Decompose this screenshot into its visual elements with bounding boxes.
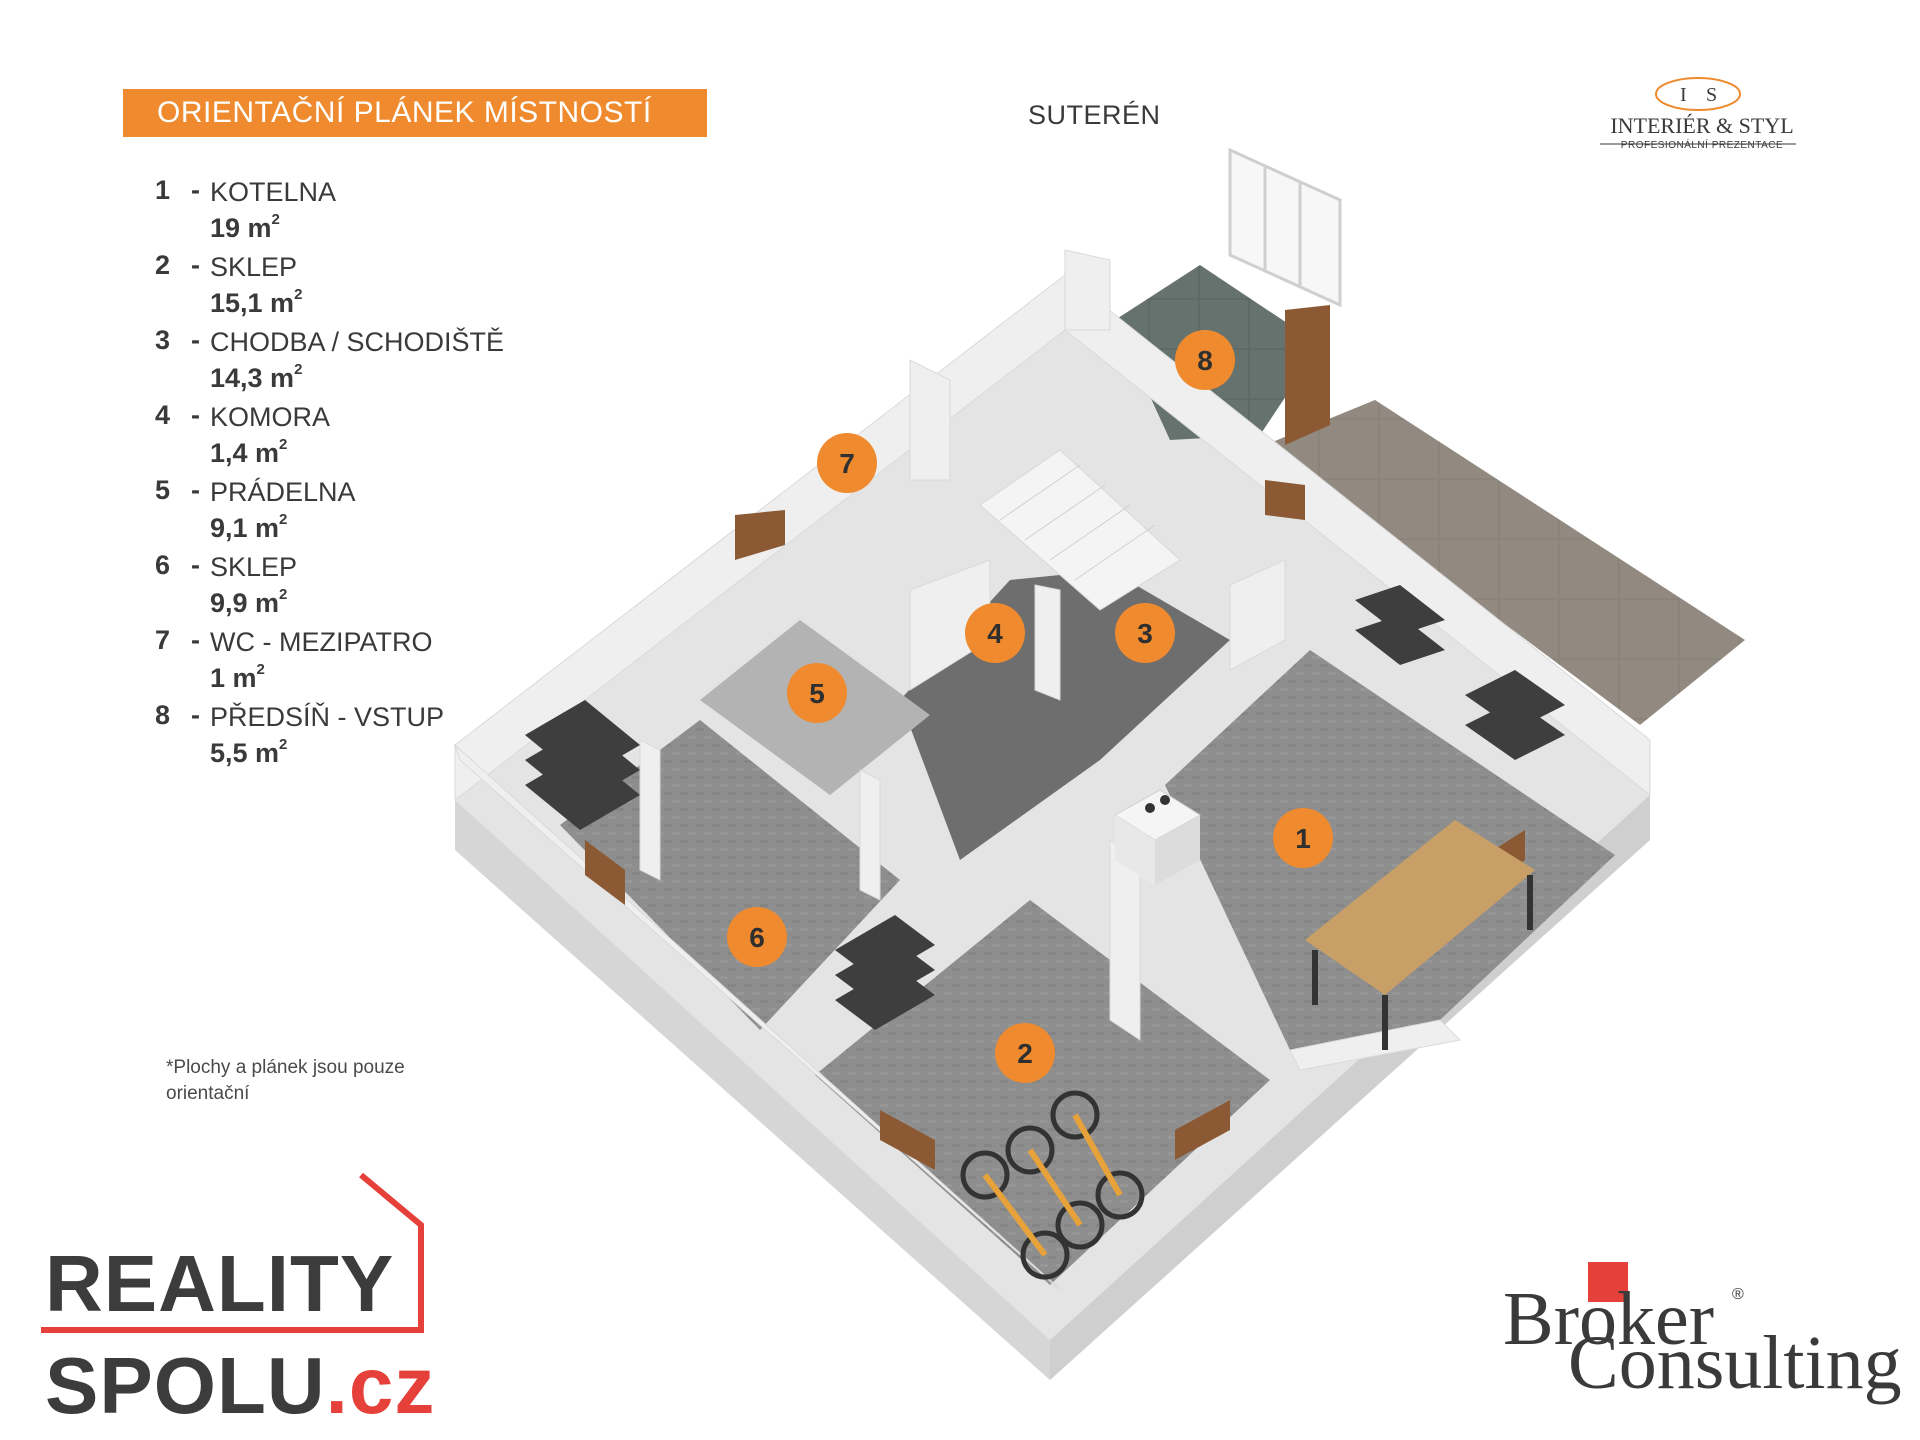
broker-red-square — [1588, 1262, 1628, 1302]
registered-mark: ® — [1732, 1286, 1744, 1303]
legend-number: 2 — [155, 250, 171, 280]
legend-dash: - — [191, 550, 200, 580]
legend-room-area: 15,1 m2 — [210, 286, 303, 318]
boiler — [1114, 789, 1201, 885]
legend-dash: - — [191, 175, 200, 205]
monogram-left: I — [1680, 84, 1687, 106]
room-1-floor — [1165, 650, 1615, 1050]
legend-number: 5 — [155, 475, 171, 505]
house-outline-icon — [41, 1172, 424, 1333]
legend-number: 8 — [155, 700, 171, 730]
floor-label: SUTERÉN — [1028, 100, 1161, 130]
legend-item: 2 - SKLEP 15,1 m2 — [155, 250, 575, 325]
legend-number: 6 — [155, 550, 171, 580]
interier-styl-name: INTERIÉR & STYL — [1610, 113, 1794, 138]
legend-number: 7 — [155, 625, 171, 655]
marker-6: 6 — [727, 907, 787, 967]
legend-item: 6 - SKLEP 9,9 m2 — [155, 550, 575, 625]
legend-item: 4 - KOMORA 1,4 m2 — [155, 400, 575, 475]
legend-room-area: 9,9 m2 — [210, 586, 288, 618]
bicycles — [960, 1090, 1145, 1280]
legend-room-name: CHODBA / SCHODIŠTĚ — [210, 327, 505, 357]
legend-dash: - — [191, 700, 200, 730]
entrance-window — [1228, 147, 1342, 308]
legend-dash: - — [191, 400, 200, 430]
legend-item: 8 - PŘEDSÍŇ - VSTUP 5,5 m2 — [155, 700, 575, 775]
marker-5: 5 — [787, 663, 847, 723]
legend-item: 5 - PRÁDELNA 9,1 m2 — [155, 475, 575, 550]
table — [1305, 820, 1535, 1050]
legend-item: 1 - KOTELNA 19 m2 — [155, 175, 575, 250]
marker-7-label: 7 — [839, 448, 855, 479]
legend-room-name: WC - MEZIPATRO — [210, 627, 433, 657]
legend-dash: - — [191, 625, 200, 655]
legend-room-area: 1 m2 — [210, 661, 265, 693]
broker-consulting-logo — [1588, 1262, 1628, 1302]
marker-2: 2 — [995, 1023, 1055, 1083]
disclaimer-note: *Plochy a plánek jsou pouze orientační — [166, 1057, 405, 1104]
legend-item: 7 - WC - MEZIPATRO 1 m2 — [155, 625, 575, 700]
shelves — [525, 585, 1565, 1030]
reality-logo-line2: SPOLU.cz — [45, 1341, 436, 1430]
legend-room-area: 19 m2 — [210, 211, 280, 243]
legend-number: 3 — [155, 325, 171, 355]
marker-7: 7 — [817, 433, 877, 493]
marker-3-label: 3 — [1137, 618, 1153, 649]
legend-room-area: 9,1 m2 — [210, 511, 288, 543]
legend-room-name: KOMORA — [210, 402, 331, 432]
marker-1: 1 — [1273, 808, 1333, 868]
marker-3: 3 — [1115, 603, 1175, 663]
legend-item: 3 - CHODBA / SCHODIŠTĚ 14,3 m2 — [155, 325, 575, 400]
legend-room-area: 14,3 m2 — [210, 361, 303, 393]
interier-styl-tagline: PROFESIONÁLNÍ PREZENTACE — [1620, 140, 1784, 151]
broker-logo-line2: Consulting — [1568, 1321, 1902, 1405]
marker-2-label: 2 — [1017, 1038, 1033, 1069]
legend-room-area: 5,5 m2 — [210, 736, 288, 768]
marker-4-label: 4 — [987, 618, 1003, 649]
legend-room-name: PRÁDELNA — [210, 477, 356, 507]
legend-room-area: 1,4 m2 — [210, 436, 288, 468]
staircase — [979, 449, 1181, 611]
terrace-tiles — [1265, 400, 1745, 725]
legend-room-name: KOTELNA — [210, 177, 337, 207]
base-front-left — [455, 800, 1050, 1380]
room-markers: 1 2 3 4 5 6 7 8 — [727, 330, 1333, 1083]
broker-logo-line1: Broker — [1503, 1277, 1715, 1361]
marker-8-label: 8 — [1197, 345, 1213, 376]
marker-5-label: 5 — [809, 678, 825, 709]
reality-logo-line1: REALITY — [45, 1239, 395, 1328]
legend-number: 1 — [155, 175, 171, 205]
room-legend: 1 - KOTELNA 19 m2 2 - SKLEP 15,1 m2 3 - … — [155, 175, 575, 775]
marker-6-label: 6 — [749, 922, 765, 953]
legend-dash: - — [191, 250, 200, 280]
legend-room-name: PŘEDSÍŇ - VSTUP — [210, 702, 445, 732]
marker-4: 4 — [965, 603, 1025, 663]
building-base — [455, 330, 1650, 1380]
legend-room-name: SKLEP — [210, 552, 298, 582]
legend-dash: - — [191, 325, 200, 355]
marker-1-label: 1 — [1295, 823, 1311, 854]
interier-styl-logo: I S — [1600, 77, 1796, 145]
monogram-ring-icon — [1655, 77, 1741, 111]
marker-8: 8 — [1175, 330, 1235, 390]
monogram-right: S — [1706, 84, 1717, 106]
reality-spolu-logo — [41, 1172, 424, 1333]
legend-room-name: SKLEP — [210, 252, 298, 282]
plan-title: ORIENTAČNÍ PLÁNEK MÍSTNOSTÍ — [123, 89, 707, 137]
legend-dash: - — [191, 475, 200, 505]
legend-number: 4 — [155, 400, 171, 430]
